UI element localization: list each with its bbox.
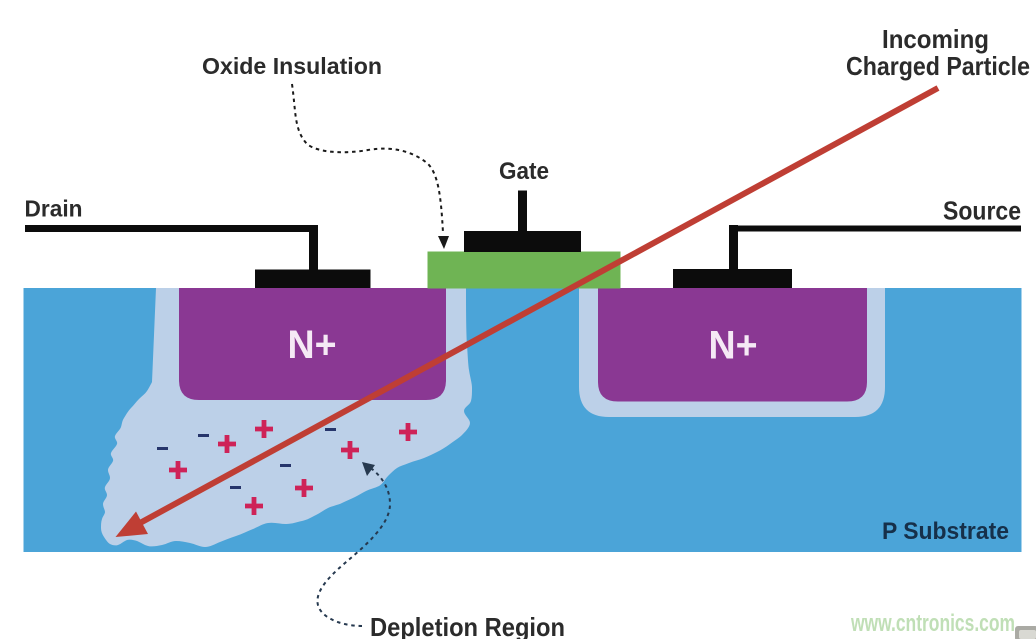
svg-text:P Substrate: P Substrate [882, 518, 1009, 545]
svg-text:Charged Particle: Charged Particle [846, 51, 1030, 81]
svg-text:Gate: Gate [499, 158, 549, 185]
svg-text:N+: N+ [288, 323, 337, 367]
svg-text:Drain: Drain [25, 196, 83, 222]
svg-text:N+: N+ [709, 324, 758, 368]
svg-text:Depletion Region: Depletion Region [370, 612, 565, 639]
svg-text:Source: Source [943, 196, 1021, 226]
svg-text:www.cntronics.com: www.cntronics.com [850, 610, 1015, 637]
svg-text:Oxide Insulation: Oxide Insulation [202, 53, 382, 79]
svg-text:Incoming: Incoming [882, 24, 989, 54]
